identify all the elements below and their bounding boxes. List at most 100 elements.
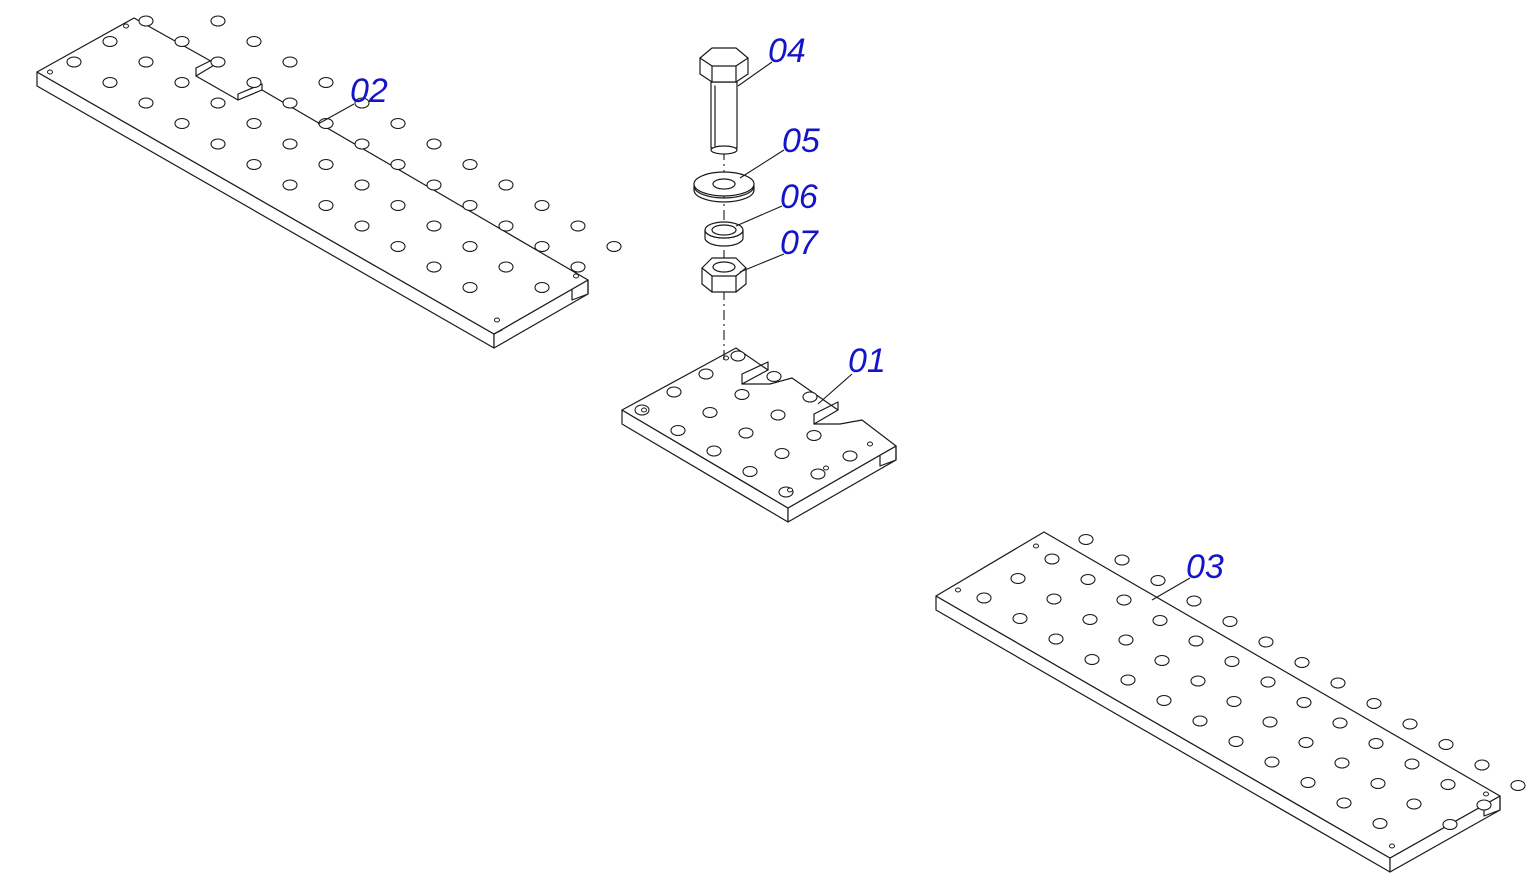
label-part-05: 05 — [782, 122, 820, 160]
perforation-hole — [666, 386, 682, 398]
perforation-hole — [1192, 715, 1208, 727]
perforation-hole — [1406, 798, 1422, 810]
perforation-hole — [802, 391, 818, 403]
perforation-hole — [1366, 697, 1382, 710]
perforation-hole — [462, 240, 478, 253]
perforation-hole — [1048, 633, 1064, 645]
perforation-hole — [210, 138, 226, 150]
mounting-hole — [823, 465, 829, 471]
part-02-hole-pattern — [47, 15, 622, 323]
perforation-hole — [102, 76, 118, 89]
mounting-hole — [494, 317, 500, 323]
perforation-hole — [1046, 593, 1062, 605]
leader-02 — [317, 103, 355, 125]
leader-06 — [735, 205, 783, 227]
perforation-hole — [138, 97, 154, 109]
perforation-hole — [806, 429, 822, 442]
perforation-hole — [282, 56, 298, 68]
perforation-hole — [1152, 614, 1168, 627]
perforation-hole — [1262, 716, 1278, 728]
perforation-hole — [774, 447, 790, 460]
perforation-hole — [1010, 572, 1026, 585]
perforation-hole — [462, 199, 478, 212]
perforation-hole — [426, 261, 442, 273]
perforation-hole — [390, 117, 406, 130]
part-03-hole-pattern — [955, 533, 1526, 849]
perforation-hole — [174, 35, 190, 48]
perforation-hole — [1404, 758, 1420, 770]
perforation-hole — [534, 240, 550, 253]
perforation-hole — [354, 179, 370, 191]
perforation-hole — [426, 138, 442, 150]
perforation-hole — [1438, 738, 1454, 751]
perforation-hole — [1228, 735, 1244, 748]
perforation-hole — [354, 220, 370, 232]
leader-01 — [817, 373, 853, 405]
leader-05 — [739, 149, 785, 179]
perforation-hole — [1300, 776, 1316, 789]
part-01-base-plate — [621, 347, 897, 523]
perforation-hole — [534, 281, 550, 294]
perforation-hole — [210, 56, 226, 68]
perforation-hole — [570, 220, 586, 232]
perforation-hole — [318, 158, 334, 171]
perforation-hole — [698, 368, 714, 380]
perforation-hole — [1260, 676, 1276, 688]
part-01-hole-pattern — [634, 350, 873, 498]
perforation-hole — [1264, 756, 1280, 768]
perforation-hole — [1116, 594, 1132, 606]
perforation-hole — [174, 76, 190, 89]
perforation-hole — [766, 370, 782, 383]
perforation-hole — [810, 468, 826, 480]
perforation-hole — [1370, 777, 1386, 790]
perforation-hole — [246, 117, 262, 130]
perforation-hole — [1080, 573, 1096, 586]
mounting-hole — [641, 407, 647, 413]
part-02-perforated-tray — [36, 15, 622, 349]
perforation-hole — [246, 158, 262, 171]
perforation-hole — [174, 117, 190, 130]
perforation-hole — [1442, 818, 1458, 831]
perforation-hole — [210, 15, 226, 27]
part-06-lock-washer — [704, 221, 744, 247]
perforation-hole — [390, 158, 406, 171]
perforation-hole — [282, 138, 298, 150]
label-part-04: 04 — [768, 32, 806, 70]
perforation-hole — [1296, 696, 1312, 709]
perforation-hole — [734, 388, 750, 401]
leader-lines — [317, 61, 1191, 601]
perforation-hole — [670, 424, 686, 437]
perforation-hole — [318, 76, 334, 89]
perforation-hole — [1084, 653, 1100, 666]
perforation-hole — [606, 240, 622, 253]
perforation-hole — [246, 76, 262, 89]
perforation-hole — [138, 56, 154, 68]
perforation-hole — [1044, 553, 1060, 565]
mounting-hole — [955, 587, 961, 593]
perforation-hole — [1118, 634, 1134, 646]
part-04-hex-bolt — [699, 47, 749, 155]
perforation-hole — [1012, 612, 1028, 625]
perforation-hole — [1332, 717, 1348, 729]
perforation-hole — [1440, 778, 1456, 791]
perforation-hole — [1258, 636, 1274, 648]
perforation-hole — [102, 35, 118, 48]
perforation-hole — [1330, 677, 1346, 689]
mounting-hole — [1483, 791, 1489, 797]
perforation-hole — [534, 199, 550, 212]
perforation-hole — [354, 97, 370, 109]
perforation-hole — [498, 220, 514, 232]
perforation-hole — [498, 179, 514, 191]
perforation-hole — [842, 450, 858, 462]
leader-03 — [1151, 577, 1191, 601]
label-part-01: 01 — [848, 342, 886, 380]
perforation-hole — [706, 445, 722, 457]
perforation-hole — [426, 179, 442, 191]
perforation-hole — [1474, 759, 1490, 771]
perforation-hole — [1298, 736, 1314, 749]
perforation-hole — [210, 97, 226, 109]
label-part-02: 02 — [350, 72, 388, 110]
perforation-hole — [1188, 635, 1204, 647]
perforation-hole — [1156, 694, 1172, 707]
